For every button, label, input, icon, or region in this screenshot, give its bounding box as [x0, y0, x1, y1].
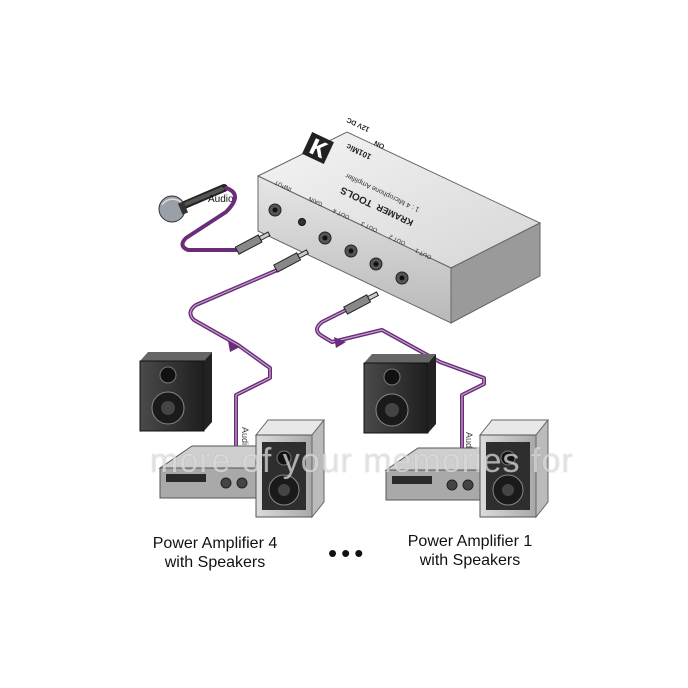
- plug-icon: [273, 249, 310, 273]
- power-amplifier-4: [139, 352, 326, 519]
- arrow-icon: [228, 341, 240, 352]
- caption-amplifier-4-line1: Power Amplifier 4: [152, 535, 278, 552]
- jack-icon: [344, 244, 358, 258]
- caption-amplifier-1-line2: with Speakers: [419, 552, 521, 569]
- device-top-label-on: ON: [373, 139, 385, 150]
- plug-icon: [234, 231, 271, 255]
- caption-amplifier-4: Power Amplifier 4 with Speakers: [130, 534, 300, 572]
- microphone-label: Audio: [208, 194, 234, 205]
- device-top-label-dc: 12V DC: [346, 116, 371, 133]
- speaker-icon: [363, 354, 436, 434]
- caption-amplifier-4-line2: with Speakers: [164, 554, 266, 571]
- speaker-icon: [254, 418, 326, 519]
- ellipsis-dots: •••: [328, 538, 368, 568]
- microphone-icon: [158, 184, 228, 223]
- caption-amplifier-1: Power Amplifier 1 with Speakers: [385, 532, 555, 570]
- caption-amplifier-1-line1: Power Amplifier 1: [407, 533, 533, 550]
- jack-icon: [395, 271, 409, 285]
- arrow-icon: [334, 337, 346, 348]
- device-side: [450, 222, 541, 324]
- jack-icon: [268, 203, 282, 217]
- watermark-text: more of your memories for: [150, 442, 574, 480]
- cable-label-left: Audio: [240, 427, 250, 450]
- speaker-icon: [478, 418, 550, 519]
- cable-label-right: Audio: [464, 432, 474, 455]
- power-amplifier-1: [363, 354, 550, 519]
- jack-icon: [318, 231, 332, 245]
- kramer-logo-icon: [302, 132, 334, 164]
- kramer-device: KRAMER TOOLS 1 : 4 Microphone Amplifier …: [256, 116, 542, 324]
- speaker-icon: [139, 352, 212, 432]
- gain-knob-icon: [298, 218, 306, 226]
- jack-icon: [369, 257, 383, 271]
- port-label-gain: GAIN: [308, 195, 324, 207]
- plug-icon: [343, 291, 380, 315]
